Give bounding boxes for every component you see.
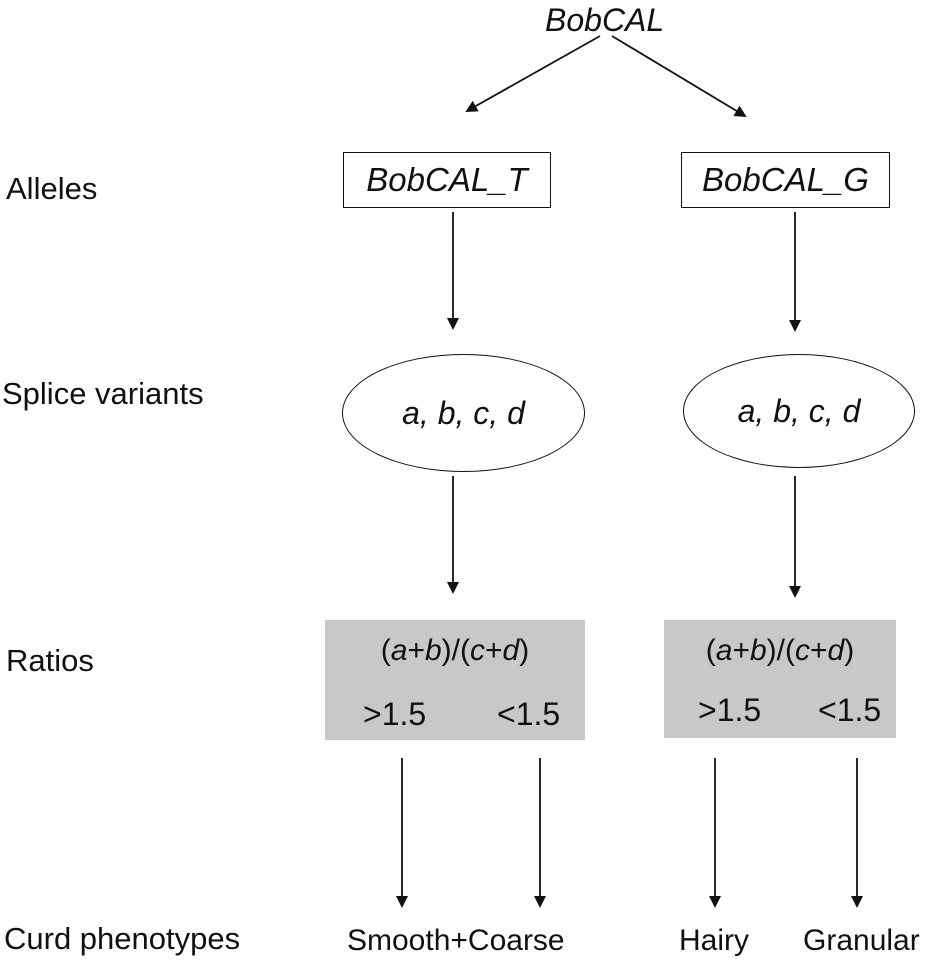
- ratio-threshold-high-g: >1.5: [698, 692, 762, 728]
- splice-variant-oval-t: a, b, c, d: [342, 354, 585, 472]
- arrow-root-to-g: [611, 35, 747, 118]
- phenotype-granular: Granular: [803, 924, 920, 957]
- row-label-splice-variants: Splice variants: [2, 376, 204, 411]
- ratio-threshold-low-g: <1.5: [818, 692, 882, 728]
- allele-box-t: BobCAL_T: [343, 152, 551, 208]
- allele-box-g: BobCAL_G: [681, 152, 890, 208]
- allele-g-label: BobCAL_G: [702, 161, 869, 198]
- splice-variants-g-text: a, b, c, d: [737, 392, 861, 429]
- ratio-formula-g: (a+b)/(c+d): [705, 634, 855, 667]
- row-label-curd-phenotypes: Curd phenotypes: [4, 921, 241, 956]
- row-label-alleles: Alleles: [6, 171, 98, 206]
- splice-variant-oval-g: a, b, c, d: [683, 354, 915, 468]
- splice-variants-t-text: a, b, c, d: [402, 394, 525, 431]
- root-gene-label: BobCAL: [545, 2, 665, 38]
- phenotype-hairy: Hairy: [679, 924, 750, 957]
- ratio-threshold-high-t: >1.5: [363, 696, 427, 732]
- ratio-panel-t: (a+b)/(c+d) >1.5 <1.5: [325, 620, 585, 740]
- ratio-threshold-low-t: <1.5: [497, 696, 561, 732]
- allele-t-label: BobCAL_T: [366, 161, 528, 198]
- phenotype-smooth-coarse: Smooth+Coarse: [347, 924, 565, 957]
- row-label-ratios: Ratios: [6, 643, 94, 678]
- ratio-formula-t: (a+b)/(c+d): [380, 634, 530, 667]
- arrow-root-to-t: [465, 35, 601, 112]
- ratio-panel-g: (a+b)/(c+d) >1.5 <1.5: [664, 620, 896, 738]
